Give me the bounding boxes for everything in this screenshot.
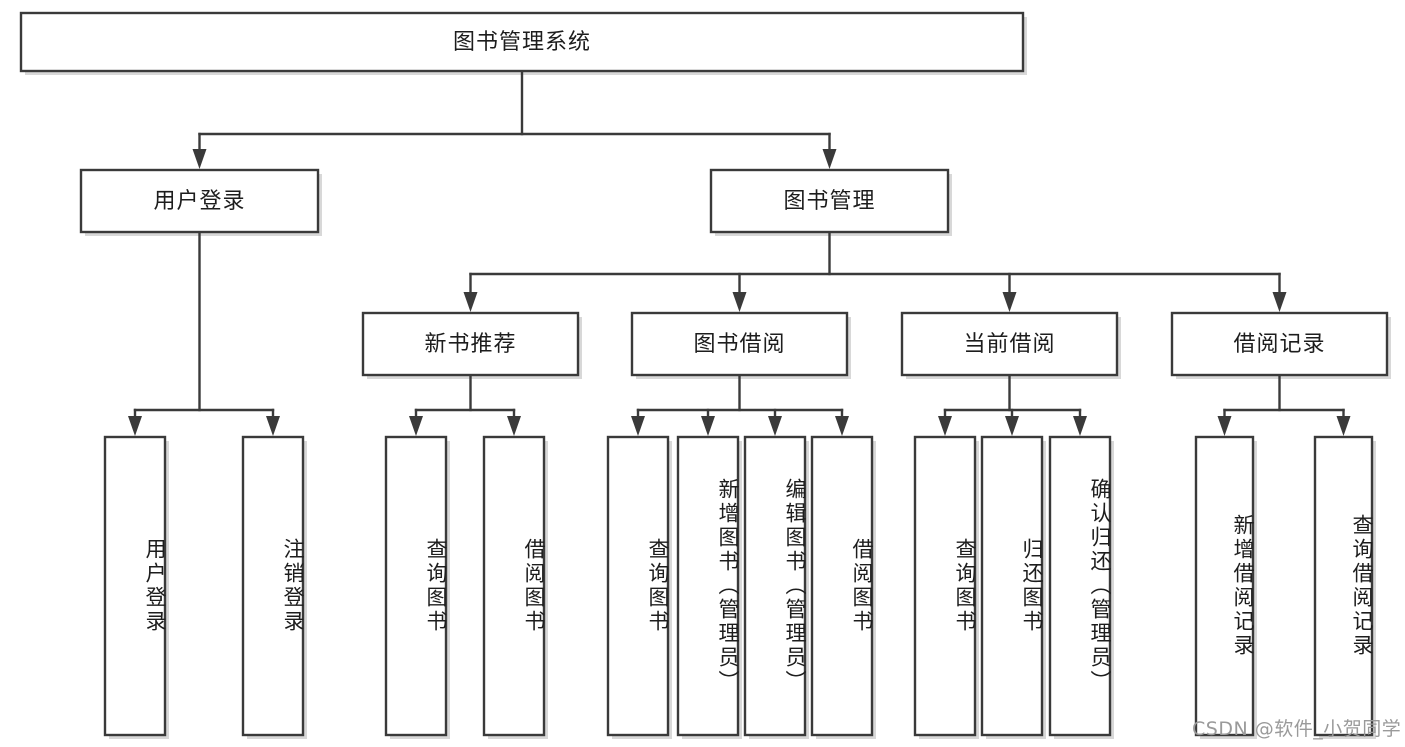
node-box-root[interactable] <box>19 11 1025 73</box>
arrow-level3-1 <box>732 292 747 312</box>
arrow-leaf-11 <box>1217 416 1232 436</box>
arrow-level3-3 <box>1272 292 1287 312</box>
arrow-leaf-7 <box>835 416 849 436</box>
arrow-leaf-8 <box>938 416 952 436</box>
node-box-leaf-2[interactable] <box>384 435 448 737</box>
arrow-leaf-12 <box>1336 416 1351 436</box>
node-label-level2-0: 用户登录 <box>153 189 245 214</box>
arrow-level2-1 <box>822 149 837 169</box>
node-box-level3-1[interactable] <box>630 311 849 377</box>
node-label-level3-0: 新书推荐 <box>424 332 516 357</box>
node-box-leaf-9[interactable] <box>980 435 1044 737</box>
node-box-leaf-3[interactable] <box>482 435 546 737</box>
arrow-leaf-2 <box>409 416 423 436</box>
node-label-root: 图书管理系统 <box>453 30 591 55</box>
node-box-leaf-5[interactable] <box>676 435 740 737</box>
arrow-leaf-1 <box>266 416 280 436</box>
node-box-leaf-4[interactable] <box>606 435 670 737</box>
node-label-level2-1: 图书管理 <box>783 189 875 214</box>
csdn-watermark: CSDN @软件_小贺同学 <box>1192 718 1402 740</box>
node-box-level2-1[interactable] <box>709 168 950 234</box>
node-boxes <box>19 11 1389 737</box>
node-box-leaf-12[interactable] <box>1313 435 1374 737</box>
node-box-level3-0[interactable] <box>361 311 580 377</box>
arrow-leaf-5 <box>701 416 715 436</box>
node-label-level3-1: 图书借阅 <box>693 332 785 357</box>
node-box-leaf-8[interactable] <box>913 435 977 737</box>
node-box-leaf-11[interactable] <box>1194 435 1255 737</box>
node-box-leaf-1[interactable] <box>241 435 305 737</box>
arrow-leaf-9 <box>1005 416 1019 436</box>
node-box-level3-2[interactable] <box>900 311 1119 377</box>
node-box-leaf-6[interactable] <box>743 435 807 737</box>
arrow-leaf-0 <box>128 416 142 436</box>
node-label-level3-3: 借阅记录 <box>1233 332 1325 357</box>
arrow-leaf-10 <box>1073 416 1087 436</box>
arrow-level3-0 <box>463 292 478 312</box>
node-box-leaf-10[interactable] <box>1048 435 1112 737</box>
arrow-level2-0 <box>192 149 207 169</box>
node-label-level3-2: 当前借阅 <box>963 332 1055 357</box>
arrow-leaf-6 <box>768 416 782 436</box>
node-box-level3-3[interactable] <box>1170 311 1389 377</box>
node-box-leaf-0[interactable] <box>103 435 167 737</box>
node-box-leaf-7[interactable] <box>810 435 874 737</box>
arrow-leaf-4 <box>631 416 645 436</box>
node-box-level2-0[interactable] <box>79 168 320 234</box>
arrow-leaf-3 <box>507 416 521 436</box>
connector-lines <box>128 69 1351 436</box>
arrow-level3-2 <box>1002 292 1017 312</box>
